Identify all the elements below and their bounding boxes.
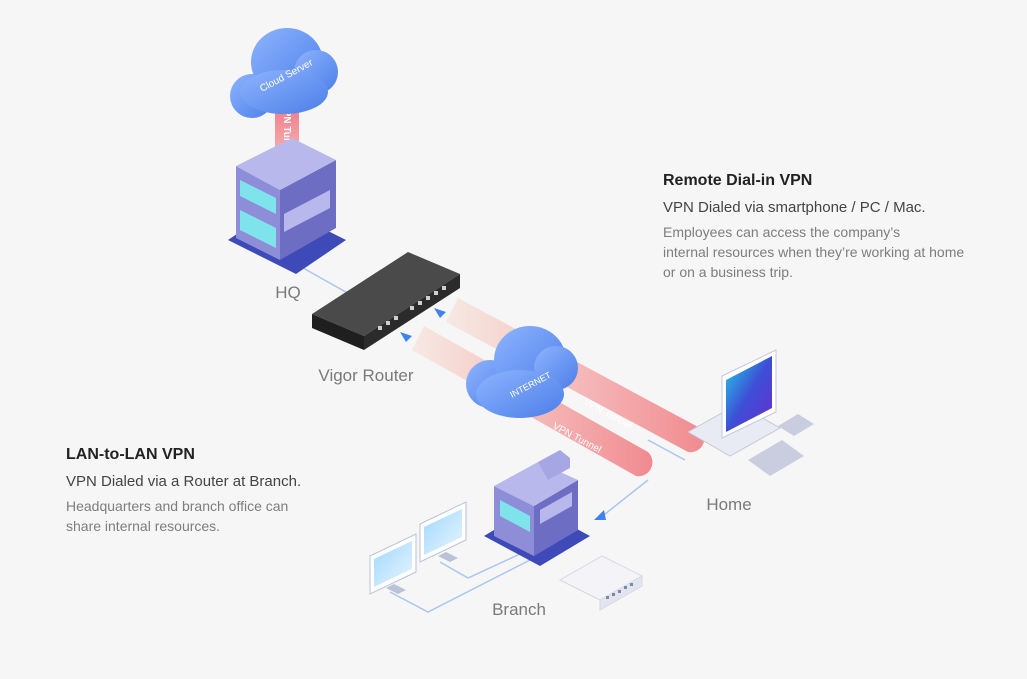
remote-vpn-block: Remote Dial-in VPN VPN Dialed via smartp… bbox=[663, 172, 993, 282]
link-home-router bbox=[647, 439, 686, 461]
vigor-router-icon bbox=[312, 252, 460, 350]
lan-vpn-title: LAN-to-LAN VPN bbox=[66, 446, 195, 463]
branch-building-icon bbox=[484, 450, 590, 566]
remote-vpn-desc-line: or on a business trip. bbox=[663, 264, 793, 280]
arrow-to-router-2 bbox=[400, 332, 412, 342]
lan-vpn-desc-line: share internal resources. bbox=[66, 518, 221, 534]
vigor-router-label: Vigor Router bbox=[318, 366, 413, 385]
arrow-to-branch bbox=[594, 510, 606, 520]
remote-vpn-desc-line: internal resources when they’re working … bbox=[663, 244, 965, 260]
smartphone-icon bbox=[778, 414, 814, 436]
link-branch-monitor2 bbox=[389, 559, 531, 613]
hq-label: HQ bbox=[275, 283, 301, 302]
lan-vpn-block: LAN-to-LAN VPN VPN Dialed via a Router a… bbox=[66, 446, 326, 536]
monitor-icon bbox=[419, 501, 467, 563]
remote-vpn-desc-line: Employees can access the company’s bbox=[663, 224, 901, 240]
monitor-icon-2 bbox=[369, 533, 417, 595]
tablet-icon bbox=[748, 440, 804, 476]
switch-icon bbox=[558, 555, 644, 611]
lan-vpn-desc-line: Headquarters and branch office can bbox=[66, 498, 289, 514]
arrow-icons bbox=[400, 308, 606, 520]
remote-vpn-title: Remote Dial-in VPN bbox=[663, 172, 813, 189]
hq-building-icon bbox=[228, 138, 346, 274]
home-label: Home bbox=[706, 495, 751, 514]
lan-vpn-description: Headquarters and branch office can share… bbox=[66, 496, 326, 536]
remote-vpn-description: Employees can access the company’s inter… bbox=[663, 222, 993, 282]
cloud-server-icon: Cloud Server bbox=[230, 28, 338, 118]
hq-cloud-tunnel-label: VPN Tunnel bbox=[281, 103, 292, 159]
link-branch-monitor1 bbox=[439, 553, 521, 579]
link-router-branch bbox=[599, 479, 649, 519]
lan-vpn-subtitle: VPN Dialed via a Router at Branch. bbox=[66, 473, 302, 490]
internet-cloud-icon: INTERNET bbox=[466, 326, 578, 418]
laptop-icon bbox=[686, 349, 782, 457]
remote-vpn-subtitle: VPN Dialed via smartphone / PC / Mac. bbox=[663, 199, 926, 216]
branch-label: Branch bbox=[492, 600, 546, 619]
arrow-to-router-1 bbox=[434, 308, 446, 318]
